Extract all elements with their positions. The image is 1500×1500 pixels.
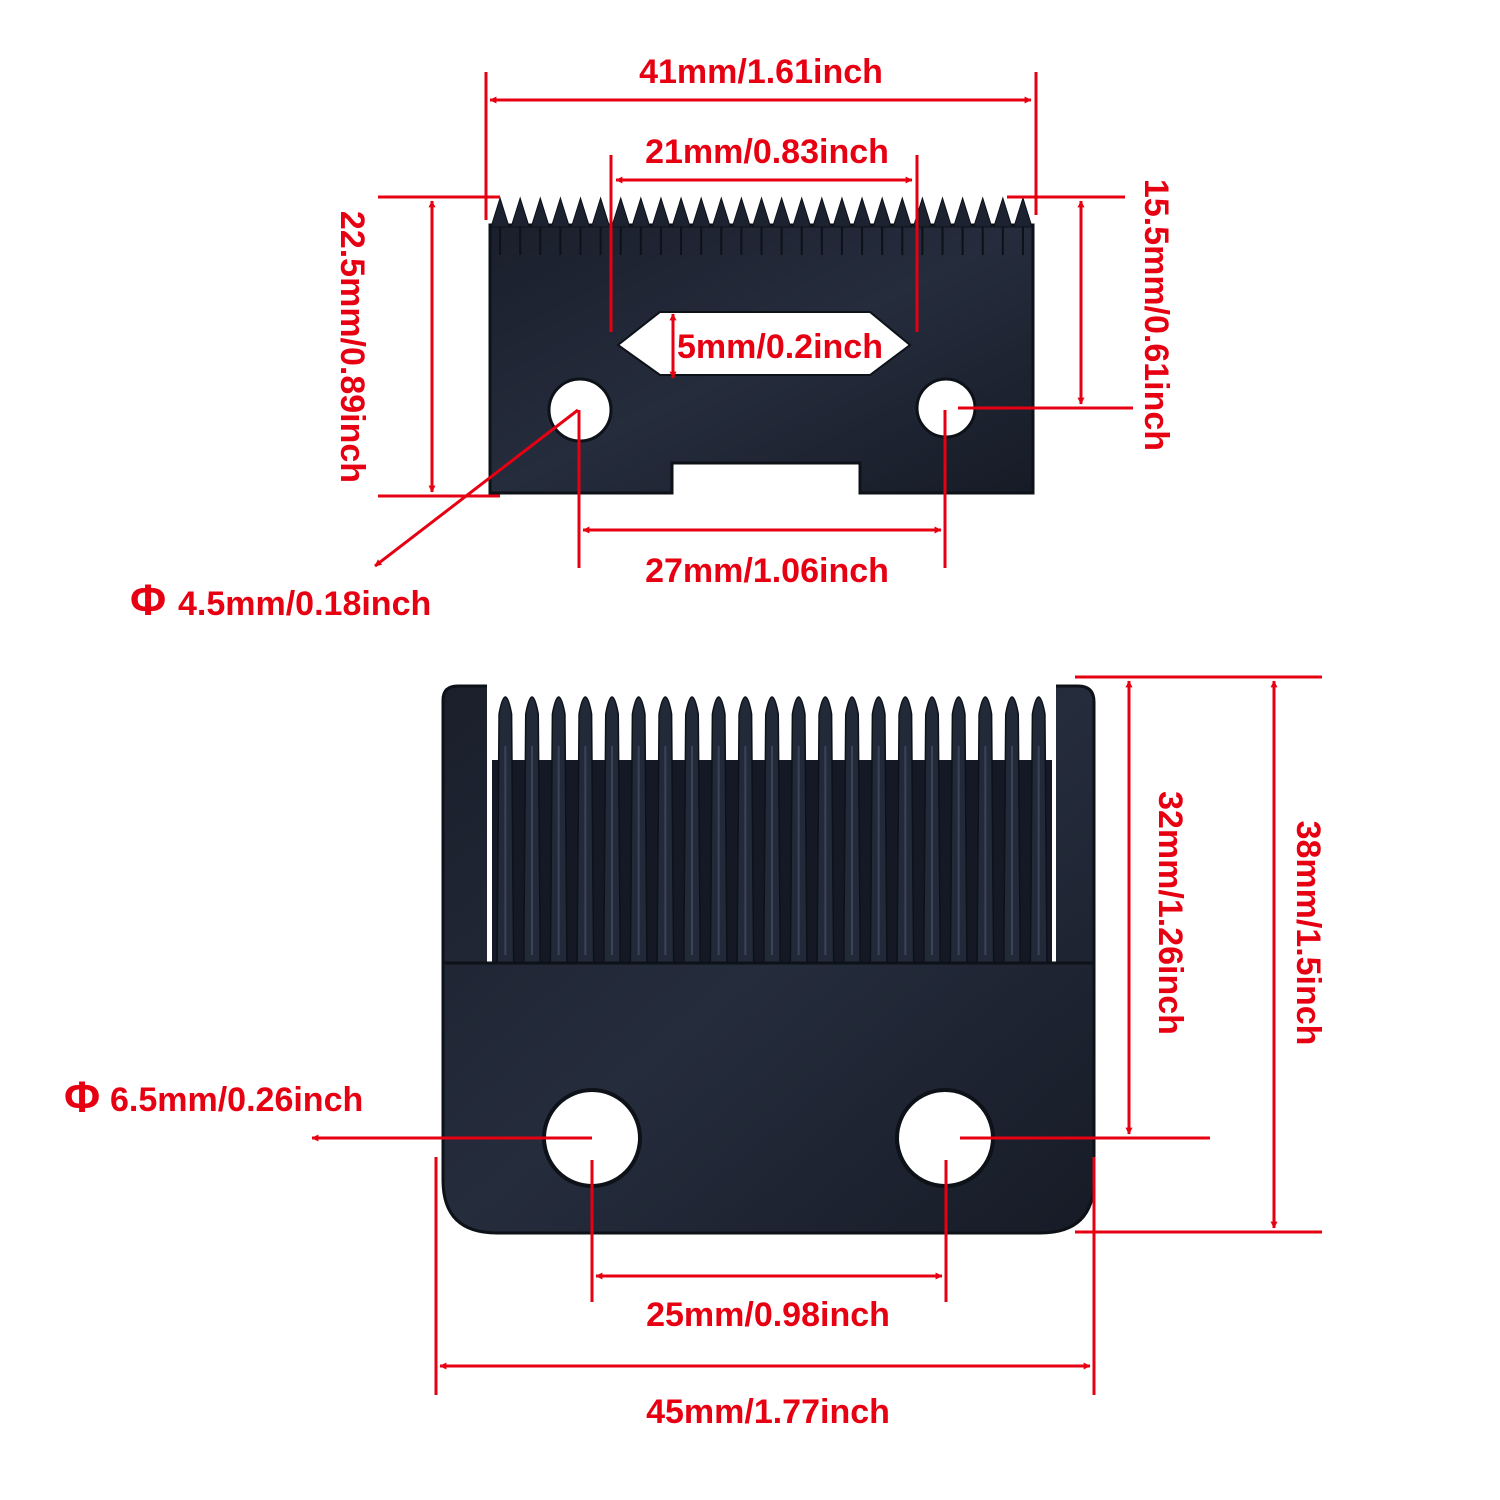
cutter-hole-diameter-leader [374,408,579,568]
cutter-blade-teeth [490,196,1033,255]
fixed-hole-diameter-label: 6.5mm/0.26inch [110,1081,363,1119]
cutter-tooth [1013,196,1033,228]
cutter-tooth [631,196,651,228]
cutter-hole-offset-label: 15.5mm/0.61inch [1137,179,1175,451]
cutter-tooth [610,196,631,228]
cutter-tooth [751,196,772,228]
fixed-hole-spacing-label: 25mm/0.98inch [646,1296,890,1334]
cutter-tooth [952,196,973,228]
cutter-tooth [530,196,551,228]
cutter-slot-width-label: 21mm/0.83inch [645,133,889,171]
cutter-tooth [791,196,812,228]
fixed-total-height-label: 38mm/1.5inch [1289,821,1327,1046]
cutter-tooth [832,196,852,228]
fixed-height-label: 32mm/1.26inch [1151,791,1189,1035]
cutter-blade-dimensions [374,72,1133,568]
cutter-tooth [671,196,691,228]
cutter-tooth [932,196,953,228]
cutter-blade-labels: 41mm/1.61inch 21mm/0.83inch 22.5mm/0.89i… [130,53,1175,625]
cutter-blade-image [488,196,1035,495]
cutter-tooth [590,196,611,228]
fixed-blade-dimensions [311,675,1322,1395]
cutter-hole-diameter-label: 4.5mm/0.18inch [178,585,431,623]
cutter-tooth [993,196,1013,228]
fixed-blade-labels: 32mm/1.26inch 38mm/1.5inch Φ 6.5mm/0.26i… [64,791,1327,1431]
fixed-hole-diameter-symbol: Φ [64,1073,100,1122]
cutter-tooth [852,196,872,228]
cutter-tooth [691,196,711,228]
fixed-blade-teeth [492,696,1052,964]
cutter-tooth [510,196,530,228]
cutter-tooth [651,196,671,228]
cutter-hole-spacing-label: 27mm/1.06inch [645,552,889,590]
fixed-width-label: 45mm/1.77inch [646,1393,890,1431]
cutter-hole-diameter-symbol: Φ [130,576,166,625]
cutter-tooth [490,196,510,228]
cutter-tooth [771,196,792,228]
cutter-tooth [872,196,892,228]
cutter-slot-height-label: 5mm/0.2inch [677,328,883,366]
cutter-blade-slot [616,311,912,376]
fixed-blade-image [441,680,1096,1235]
cutter-tooth [711,196,732,228]
cutter-width-label: 41mm/1.61inch [639,53,883,91]
cutter-tooth [892,196,913,228]
cutter-tooth [550,196,571,228]
cutter-tooth [570,196,591,228]
cutter-tooth [812,196,832,228]
cutter-height-label: 22.5mm/0.89inch [333,211,371,483]
cutter-tooth [972,196,993,228]
cutter-tooth [731,196,752,228]
